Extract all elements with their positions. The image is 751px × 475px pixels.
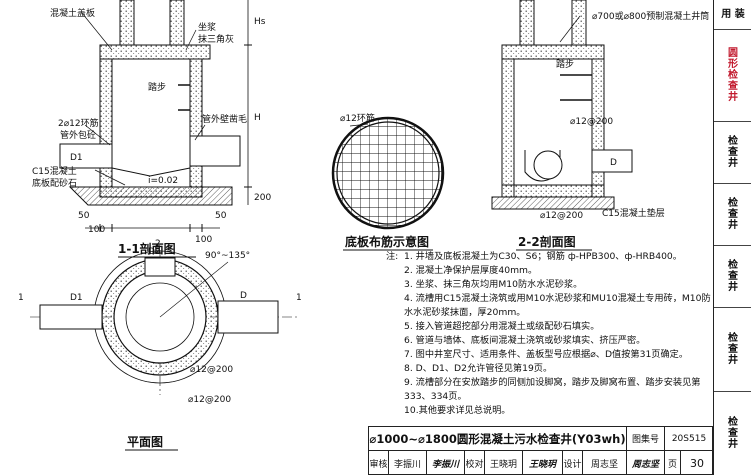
- label-ring-bar-12: ⌀12环筋: [340, 112, 375, 124]
- page-label: 页: [665, 451, 681, 475]
- label-plan-d: D: [610, 158, 617, 168]
- label-angle: 90°~135°: [205, 251, 250, 261]
- label-dim-50b: 50: [215, 211, 227, 221]
- label-dim-100b: 100: [195, 235, 212, 245]
- note-item: 9. 流槽部分在安放踏步的同侧加设脚窝，踏步及脚窝布置、踏步安装见第333、33…: [404, 377, 701, 402]
- label-d1: D1: [70, 153, 83, 163]
- label-plan-bar-a: ⌀12@200: [188, 395, 231, 405]
- label-concrete-cover: 混凝土盖板: [50, 7, 95, 19]
- caption-plan-view: 平面图: [127, 435, 163, 449]
- section-mark-1-right: 1: [296, 293, 302, 303]
- sidebar-item[interactable]: 检 查 井: [714, 122, 751, 184]
- base-rebar-diagram: ⌀12环筋 底板布筋示意图: [331, 112, 445, 251]
- section-1-1: 混凝土盖板 坐浆 抹三角灰 踏步 2⌀12环筋 管外包砼 管外壁凿毛 D1 i=…: [32, 0, 271, 258]
- checker-signature: 王晓玥: [523, 451, 563, 475]
- label-step: 踏步: [148, 81, 166, 93]
- label-c15-base-2: 底板配砂石: [32, 177, 77, 189]
- label-mortar-fillet: 坐浆: [198, 21, 216, 33]
- page-number: 30: [690, 456, 704, 470]
- note-item: 6. 管道与墙体、底板间混凝土浇筑或砂浆填实、挤压严密。: [404, 335, 646, 346]
- sidebar-item[interactable]: 检 查 井: [714, 246, 751, 308]
- label-plan-D: D: [240, 291, 247, 301]
- label-pipe-wrap: 管外包砼: [60, 129, 96, 141]
- note-item: 2. 混凝土净保护层厚度40mm。: [404, 265, 538, 276]
- chapter-sidebar: 用 装 圆 形 检 查 井 检 查 井 检 查 井 检 查 井 检 查 井 检 …: [713, 0, 751, 475]
- section-mark-1-left: 1: [18, 293, 24, 303]
- title-block: ⌀1000~⌀1800圆形混凝土污水检查井(Y03wh) 图集号 20S515 …: [368, 426, 713, 475]
- designer-signature: 周志坚: [627, 451, 665, 475]
- label-c15-cushion: C15混凝土垫层: [602, 207, 665, 219]
- sidebar-item[interactable]: 检 查 井: [714, 184, 751, 246]
- label-dim-H: H: [254, 113, 261, 123]
- reviewer-signature: 李振川: [427, 451, 465, 475]
- label-plan-d1: D1: [70, 293, 83, 303]
- atlas-number: 20S515: [665, 427, 713, 451]
- drawing-title: ⌀1000~⌀1800圆形混凝土污水检查井(Y03wh): [369, 427, 627, 451]
- label-pipe-wall-roughen: 管外壁凿毛: [202, 113, 247, 125]
- design-label: 设计: [563, 451, 583, 475]
- sidebar-item[interactable]: 用 装: [714, 0, 751, 30]
- caption-base-rebar: 底板布筋示意图: [345, 234, 429, 249]
- caption-section-2-2: 2-2剖面图: [518, 234, 576, 249]
- label-fillet: 抹三角灰: [198, 33, 234, 45]
- caption-section-1-1: 1-1剖面图: [118, 241, 176, 256]
- drawing-canvas: 混凝土盖板 坐浆 抹三角灰 踏步 2⌀12环筋 管外包砼 管外壁凿毛 D1 i=…: [18, 0, 709, 451]
- label-plan-bar-b: ⌀12@200: [190, 365, 233, 375]
- note-item: 8. D、D1、D2允许管径见第19页。: [404, 363, 553, 374]
- note-item: 7. 图中井室尺寸、适用条件、盖板型号应根据⌀、D值按第31页确定。: [404, 349, 689, 360]
- label-bar-12-200-b: ⌀12@200: [540, 211, 583, 221]
- label-precast-ring: ⌀700或⌀800预制混凝土井筒: [592, 10, 709, 22]
- label-step-2: 踏步: [556, 58, 574, 70]
- label-dim-Hs: Hs: [254, 17, 266, 27]
- label-dim-100: 100: [88, 225, 105, 235]
- atlas-label: 图集号: [627, 427, 665, 451]
- notes-list: 1. 井墙及底板混凝土为C30、S6；钢筋 ф-HPB300、ф-HRB400。…: [404, 250, 714, 418]
- plan-view: 90°~135° D2 D1 D ⌀12@200 ⌀12@200 1 1 2 平…: [18, 239, 302, 451]
- note-item: 5. 接入管道超挖部分用混凝土或级配砂石填实。: [404, 321, 600, 332]
- check-label: 校对: [465, 451, 485, 475]
- sidebar-item-active[interactable]: 圆 形 检 查 井: [714, 30, 751, 122]
- section-mark-2-top: 2: [155, 239, 161, 249]
- review-label: 审核: [369, 451, 389, 475]
- designer-name: 周志坚: [583, 451, 627, 475]
- label-plan-d2: D2: [148, 247, 161, 257]
- label-bar-12-200-a: ⌀12@200: [570, 117, 613, 127]
- label-ring-bar: 2⌀12环筋: [58, 117, 99, 129]
- sidebar-item[interactable]: 检 查 井: [728, 417, 738, 450]
- label-c15-base-1: C15混凝土: [32, 165, 77, 177]
- section-2-2: ⌀700或⌀800预制混凝土井筒 踏步 ⌀12@200 ⌀12@200 C15混…: [491, 0, 709, 251]
- note-item: 1. 井墙及底板混凝土为C30、S6；钢筋 ф-HPB300、ф-HRB400。: [404, 251, 682, 262]
- label-slope: i=0.02: [148, 176, 178, 186]
- checker-name: 王晓玥: [485, 451, 523, 475]
- note-item: 10.其他要求详见总说明。: [404, 405, 511, 416]
- label-dim-200: 200: [254, 193, 271, 203]
- label-dim-50: 50: [78, 211, 90, 221]
- note-item: 4. 流槽用C15混凝土浇筑或用M10水泥砂浆和MU10混凝土专用砖，M10防水…: [404, 293, 711, 318]
- notes-title: 注:: [386, 251, 399, 262]
- reviewer-name: 李振川: [389, 451, 427, 475]
- note-item: 3. 坐浆、抹三角灰均用M10防水水泥砂浆。: [404, 279, 583, 290]
- sidebar-item[interactable]: 检 查 井: [714, 308, 751, 392]
